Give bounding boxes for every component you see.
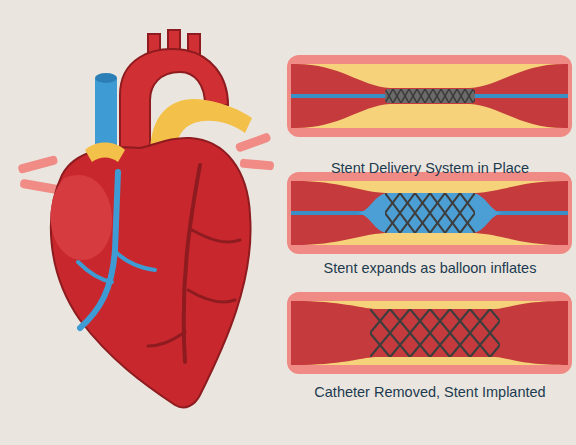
coronary-artery: [192, 230, 240, 242]
artery-panel: [287, 55, 572, 137]
vessel-stub: [17, 155, 58, 174]
cardiac-vein: [78, 262, 112, 282]
plaque: [296, 357, 564, 365]
pulmonary-vein: [85, 143, 125, 163]
artery-panel: [287, 292, 572, 374]
artery-panel: [287, 172, 572, 254]
cardiac-vein: [114, 250, 155, 270]
coronary-artery: [188, 290, 235, 302]
artery-wall: [287, 292, 572, 374]
heart-body: [51, 138, 251, 407]
expanding-stent: [385, 193, 475, 233]
plaque: [296, 233, 564, 245]
vena-cava-opening: [95, 73, 117, 83]
artery-wall: [287, 172, 572, 254]
vessel-stub: [240, 159, 275, 171]
crimped-stent: [385, 89, 475, 103]
plaque: [296, 181, 564, 193]
coronary-artery: [148, 332, 185, 346]
vessel-stub: [235, 132, 272, 153]
step-caption: Catheter Removed, Stent Implanted: [288, 383, 572, 401]
artery-lumen: [291, 301, 568, 365]
step-caption: Stent Delivery System in Place: [288, 159, 572, 177]
step-caption: Stent expands as balloon inflates: [288, 259, 572, 277]
plaque: [296, 104, 564, 128]
right-atrium: [51, 175, 113, 260]
balloon: [355, 193, 505, 233]
implanted-stent: [370, 309, 500, 357]
plaque: [296, 301, 564, 309]
artery-wall: [287, 55, 572, 137]
plaque: [296, 64, 564, 88]
heart: [17, 30, 274, 407]
artery-lumen: [291, 64, 568, 128]
vessel-stub: [19, 179, 60, 195]
artery-lumen: [291, 181, 568, 245]
